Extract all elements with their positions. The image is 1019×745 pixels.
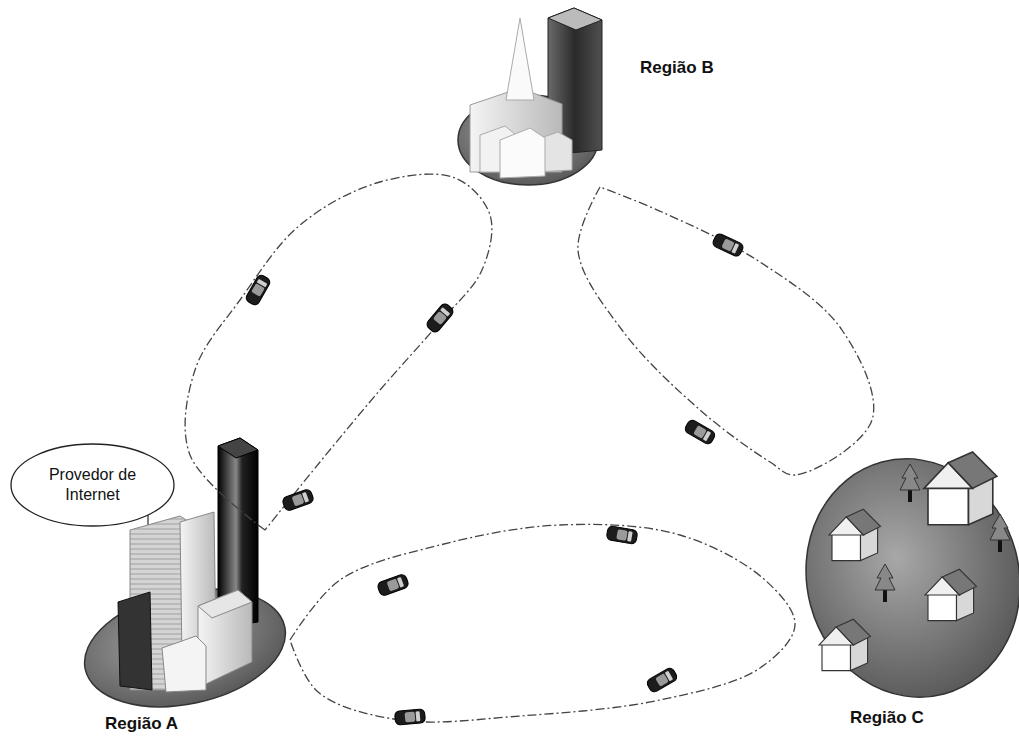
region-area: Região A (85, 530, 290, 742)
car (606, 526, 638, 545)
region-label: Região A (105, 714, 178, 734)
car (377, 573, 410, 596)
car (646, 666, 679, 693)
bubble-outline (10, 443, 175, 527)
region-label: Região B (640, 58, 714, 78)
provider-bubble: Provedor de Internet (10, 443, 175, 527)
route-loop (578, 187, 874, 475)
bubble-outline (11, 444, 174, 526)
region-area: Região B (455, 12, 730, 187)
region-label: Região C (850, 708, 924, 728)
car (711, 232, 744, 257)
car (394, 709, 425, 726)
car (425, 302, 455, 334)
city-buildings (470, 8, 602, 178)
car (282, 488, 315, 511)
car (684, 418, 717, 445)
region-area: Região C (795, 440, 1015, 740)
provider-label: Provedor de Internet (10, 455, 175, 515)
route-loop (185, 174, 492, 530)
route-loop (290, 524, 795, 722)
car (244, 274, 271, 307)
region-ground (780, 435, 1019, 722)
village-houses (819, 452, 1010, 671)
